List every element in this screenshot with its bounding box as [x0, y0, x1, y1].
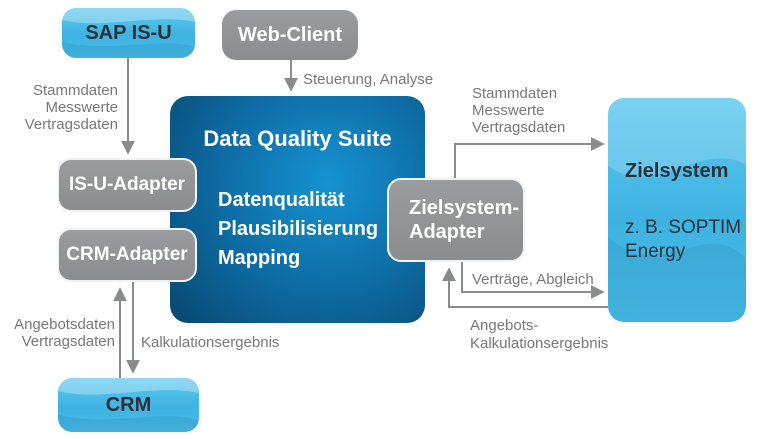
dqs-feature: Plausibilisierung: [218, 218, 379, 240]
zielsystem-subtitle-line1: z. B. SOPTIM: [625, 217, 742, 238]
edge-label-adapter-to-zielsystem-top: Stammdaten Messwerte Vertragsdaten: [472, 85, 565, 136]
node-sap-isu: SAP IS-U: [62, 8, 195, 58]
zielsystem-subtitle-line2: Energy: [625, 241, 686, 262]
edge-label-vertraege-abgleich: Verträge, Abgleich: [472, 271, 594, 288]
dqs-feature: Datenqualität: [218, 189, 345, 211]
node-zielsystem-subtitle: z. B. SOPTIM Energy: [625, 216, 741, 264]
zielsystem-adapter-line2: Adapter: [409, 221, 485, 243]
node-crm-adapter-label: CRM-Adapter: [66, 244, 188, 265]
edge-label-steuerung-analyse: Steuerung, Analyse: [303, 71, 434, 88]
dqs-feature-list: Datenqualität Plausibilisierung Mapping: [218, 186, 378, 273]
dqs-title: Data Quality Suite: [203, 126, 392, 151]
edge-label-crm-to-adapter: Angebotsdaten Vertragsdaten: [14, 316, 115, 350]
node-crm-adapter: CRM-Adapter: [57, 228, 197, 282]
edge-label-line: Kalkulationsergebnis: [470, 335, 609, 352]
node-zielsystem: Zielsystem z. B. SOPTIM Energy: [608, 98, 746, 322]
wave-decoration: [608, 98, 746, 322]
node-crm-label: CRM: [105, 393, 152, 416]
node-sap-isu-label: SAP IS-U: [85, 21, 172, 44]
edge-label-line: Stammdaten: [32, 82, 118, 99]
wave-decoration: [58, 378, 199, 432]
edge-label-line: Messwerte: [45, 99, 118, 116]
node-web-client: Web-Client: [222, 10, 358, 60]
edge-label-line: Vertragsdaten: [21, 333, 115, 350]
edge-label-kalkulationsergebnis: Kalkulationsergebnis: [141, 334, 280, 351]
edge-label-line: Angebotsdaten: [14, 316, 115, 333]
edge-label-line: Vertragsdaten: [24, 116, 118, 133]
node-crm: CRM: [58, 378, 199, 432]
edge-label-line: Angebots-: [470, 317, 539, 334]
edge-label-line: Vertragsdaten: [472, 119, 566, 136]
arrow-adapter-to-zielsystem-top: [454, 137, 605, 179]
zielsystem-adapter-line1: Zielsystem-: [409, 197, 520, 219]
node-zielsystem-adapter: Zielsystem- Adapter: [387, 178, 525, 262]
node-isu-adapter: IS-U-Adapter: [57, 158, 197, 212]
edge-label-zielsystem-to-adapter: Angebots- Kalkulationsergebnis: [470, 317, 608, 353]
node-zielsystem-adapter-label: Zielsystem- Adapter: [409, 180, 519, 260]
node-data-quality-suite: Data Quality Suite Datenqualität Plausib…: [170, 96, 425, 323]
arrow-zielsystem-to-adapter: [442, 267, 608, 308]
node-web-client-label: Web-Client: [237, 23, 343, 46]
wave-decoration: [62, 8, 195, 58]
edge-label-line: Stammdaten: [472, 85, 558, 102]
edge-label-sap-to-adapter: Stammdaten Messwerte Vertragsdaten: [25, 82, 118, 133]
edge-label-line: Messwerte: [472, 102, 545, 119]
dqs-feature: Mapping: [218, 247, 301, 269]
node-zielsystem-title: Zielsystem: [625, 160, 729, 182]
node-isu-adapter-label: IS-U-Adapter: [68, 174, 186, 195]
arrow-adapter-to-zielsystem-bottom: [461, 261, 605, 299]
